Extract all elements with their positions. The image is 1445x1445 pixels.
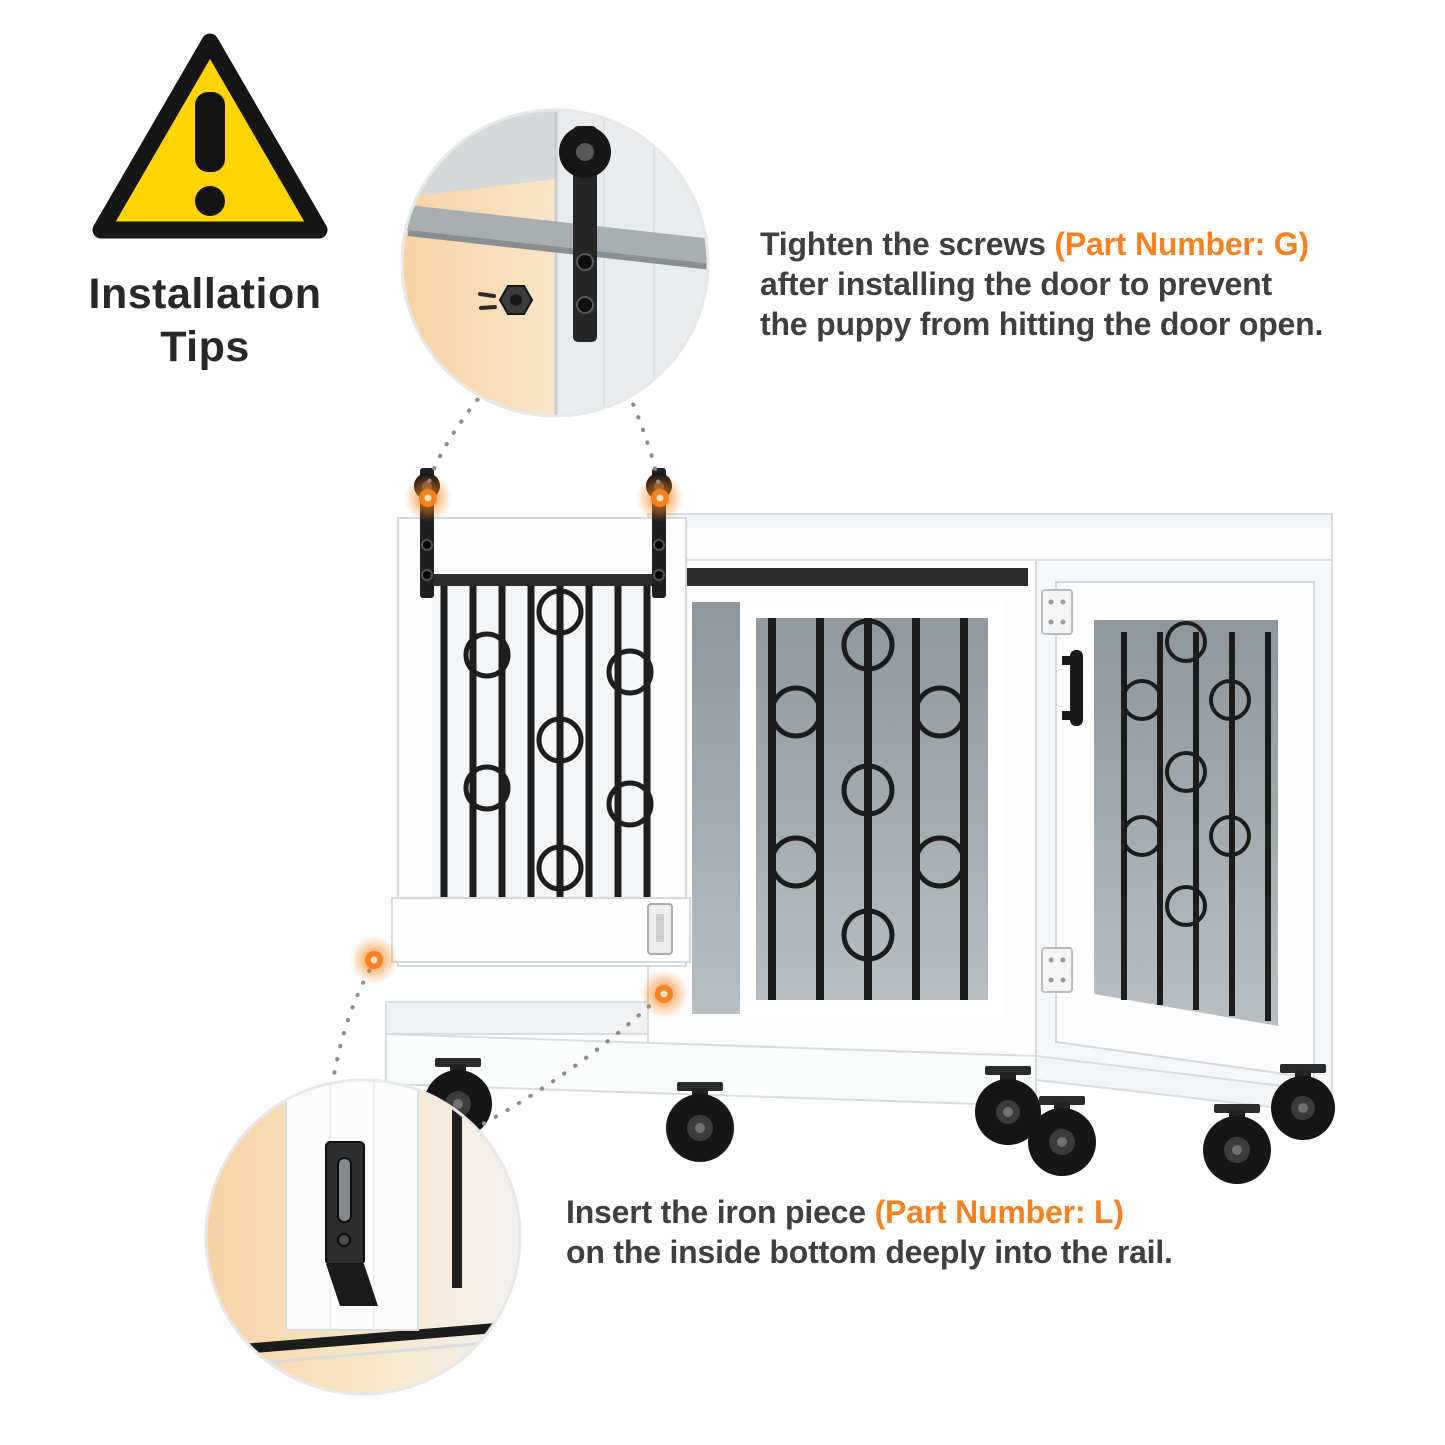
tip-tighten-screws: Tighten the screws (Part Number: G) afte… bbox=[760, 224, 1323, 344]
crate-top-panel bbox=[647, 513, 1333, 563]
highlight-dot bbox=[350, 936, 398, 984]
caster-wheel bbox=[975, 1066, 1041, 1145]
highlight-dot bbox=[636, 474, 684, 522]
door-latch bbox=[647, 903, 673, 955]
caster-wheel bbox=[1203, 1104, 1271, 1184]
installation-tips-title: Installation Tips bbox=[38, 268, 372, 374]
title-line1: Installation bbox=[88, 270, 322, 318]
iron-piece bbox=[325, 1141, 378, 1306]
side-door-handle bbox=[1062, 650, 1083, 726]
caster-wheel bbox=[1271, 1064, 1335, 1140]
highlight-dot bbox=[640, 970, 688, 1018]
tip-iron-line1: Insert the iron piece (Part Number: L) bbox=[566, 1192, 1173, 1232]
hex-screw bbox=[478, 285, 534, 315]
part-number-g: (Part Number: G) bbox=[1054, 226, 1309, 262]
sliding-barn-door bbox=[391, 517, 691, 967]
side-door-hinge-bottom bbox=[1041, 947, 1073, 993]
callout-iron-piece-closeup bbox=[204, 1078, 522, 1396]
side-door-hinge-top bbox=[1041, 589, 1073, 635]
tip-screws-line1: Tighten the screws (Part Number: G) bbox=[760, 224, 1323, 264]
highlight-dot bbox=[404, 474, 452, 522]
roller-strap bbox=[559, 126, 611, 342]
tip-screws-line2: after installing the door to prevent bbox=[760, 266, 1272, 302]
tip-screws-line1-text: Tighten the screws bbox=[760, 226, 1055, 262]
front-metal-bars bbox=[768, 618, 968, 1000]
door-decor-rings bbox=[463, 588, 654, 892]
crate-side-door bbox=[1035, 559, 1333, 1098]
caster-wheel bbox=[1028, 1096, 1096, 1176]
dotted-connectors bbox=[330, 387, 661, 1132]
tip-insert-iron-piece: Insert the iron piece (Part Number: L) o… bbox=[566, 1192, 1173, 1272]
part-number-l: (Part Number: L) bbox=[874, 1194, 1124, 1230]
title-line2: Tips bbox=[160, 323, 250, 371]
front-decor-rings bbox=[769, 618, 967, 962]
tip-screws-line3: the puppy from hitting the door open. bbox=[760, 306, 1324, 342]
crate-base-panel bbox=[385, 1001, 1333, 1116]
caster-wheel bbox=[666, 1082, 734, 1162]
tip-iron-line1-text: Insert the iron piece bbox=[566, 1194, 875, 1230]
tip-iron-line2: on the inside bottom deeply into the rai… bbox=[566, 1234, 1173, 1270]
warning-triangle-icon bbox=[92, 33, 328, 239]
side-decor-rings bbox=[1121, 621, 1251, 927]
crate-front-panel bbox=[647, 559, 1037, 1066]
callout-door-roller-closeup bbox=[400, 108, 710, 418]
